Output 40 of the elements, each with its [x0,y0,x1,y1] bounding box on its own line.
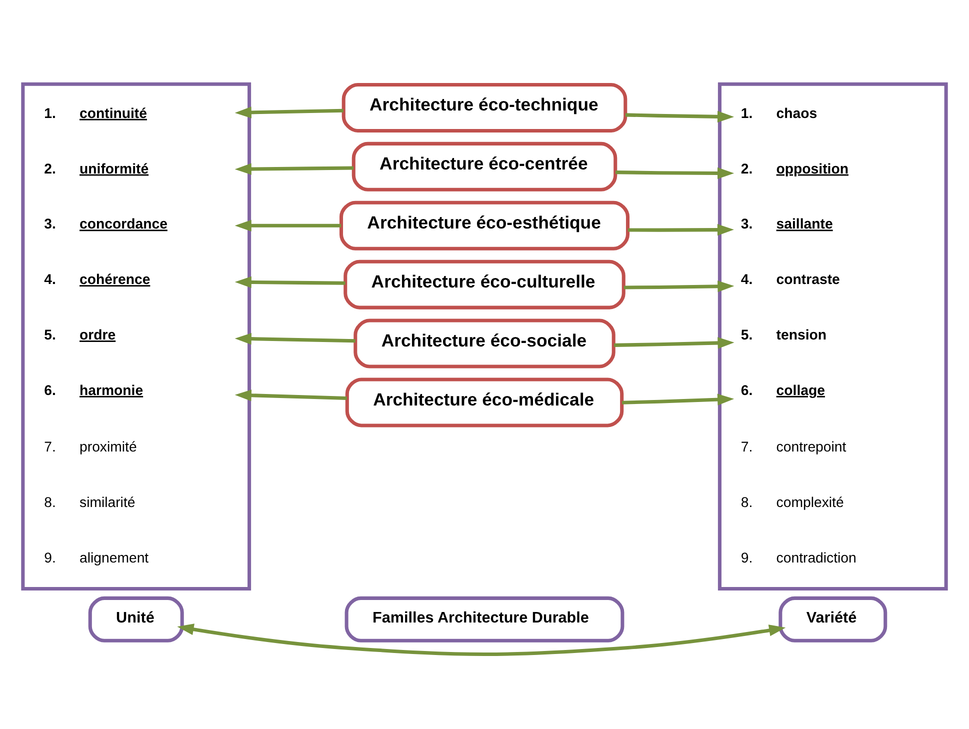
node-text: 7. proximité [44,438,137,455]
arrow [234,220,342,232]
node-text: 5. ordre [44,326,116,343]
node-text: 2. opposition [740,160,848,176]
arrow [625,110,734,122]
arrow [628,224,734,236]
node-text: 7. contrepoint [740,438,846,455]
node-text: 4. cohérence [44,271,150,288]
node-text: 6. collage [740,382,825,398]
arrow [624,280,734,292]
arrow [234,163,354,175]
arrow [234,276,346,288]
arrow [234,106,344,118]
node-text: 8. complexité [740,494,844,510]
node-box: Familles Architecture Durable [344,596,624,642]
node-box: Architecture éco-esthétique [339,200,630,250]
arrow [234,333,356,345]
node-text: 8. similarité [44,494,136,510]
arrow [615,167,734,180]
node-text: 6. harmonie [44,382,144,398]
node-box: Architecture éco-médicale [345,378,624,428]
node-box: Variété [778,596,888,642]
node-text: 9. alignement [44,549,149,566]
arrow [622,394,734,406]
node-text: 2. uniformité [44,160,149,176]
node-text: 1. continuité [44,104,147,121]
node-box: Architecture éco-culturelle [344,260,626,310]
node-text: 3. concordance [44,216,168,232]
arrow [177,624,786,656]
node-box: Architecture éco-technique [342,82,628,132]
node-text: 1. chaos [740,104,818,121]
node-box: Architecture éco-centrée [352,142,618,192]
node-text: 5. tension [740,326,827,343]
arrow [234,390,347,402]
node-text: 3. saillante [740,216,833,232]
node-text: 4. contraste [740,271,840,288]
node-text: 9. contradiction [740,549,856,566]
node-box: Unité [88,596,184,642]
node-box: Architecture éco-sociale [354,318,616,368]
arrow [614,337,734,349]
